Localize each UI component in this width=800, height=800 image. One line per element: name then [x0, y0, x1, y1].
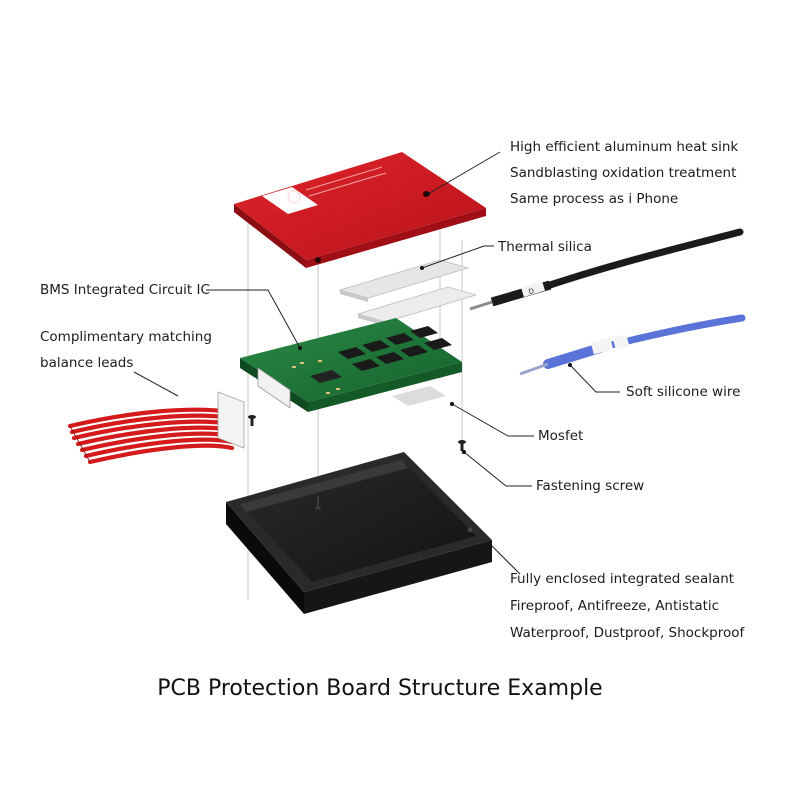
leader-screw: [463, 451, 532, 487]
pcb-balance-connector: [257, 367, 291, 409]
pcb-board: [240, 318, 462, 412]
leader-enclosure: [489, 543, 521, 575]
callout-mosfet: Mosfet: [538, 428, 584, 444]
heat-sink-side-right: [306, 208, 486, 268]
balance-lead-wires: [67, 391, 245, 465]
heat-sink-side: [234, 204, 306, 268]
pcb-side-right: [308, 362, 462, 412]
fastening-screws: [248, 415, 466, 451]
blue-silicone-wire: [519, 314, 746, 376]
callout-heat-sink-line-2: Sandblasting oxidation treatment: [510, 165, 737, 181]
svg-text:D: D: [528, 287, 535, 296]
callout-fastening-screw: Fastening screw: [536, 478, 645, 494]
heat-sink-engraving: [305, 166, 387, 197]
leader-balance: [133, 371, 179, 397]
screw: [248, 415, 256, 426]
heat-sink-screw-hole: [315, 257, 321, 263]
mosfet-array: [338, 326, 452, 371]
callout-enclosure-line-3: Waterproof, Dustproof, Shockproof: [510, 625, 745, 641]
thermal-silica-pads: [338, 259, 478, 326]
balance-lead-connector: [217, 391, 245, 449]
enclosure-front: [226, 502, 304, 614]
black-power-wire: D: [469, 228, 744, 311]
leader-bms: [206, 289, 301, 349]
enclosure-wall-shadow: [240, 460, 408, 512]
leader-dots: [298, 192, 572, 454]
callout-enclosure-line-2: Fireproof, Antifreeze, Antistatic: [510, 598, 720, 614]
screw: [458, 440, 466, 451]
callout-thermal-silica: Thermal silica: [498, 239, 592, 255]
callout-balance-leads-line-1: Complimentary matching: [40, 329, 212, 345]
leader-wire: [569, 364, 620, 393]
callout-silicone-wire: Soft silicone wire: [626, 384, 741, 400]
heat-sink-top: [234, 152, 486, 260]
enclosure-right: [304, 540, 492, 614]
callout-heat-sink-line-1: High efficient aluminum heat sink: [510, 139, 739, 155]
heat-sink-plate: [234, 152, 486, 268]
leader-mosfet: [451, 403, 534, 437]
pcb-components: [292, 360, 340, 394]
leader-lines: [133, 151, 620, 575]
leader-heat-sink: [427, 151, 501, 195]
callout-heat-sink-line-3: Same process as i Phone: [510, 191, 679, 207]
leader-thermal: [421, 245, 494, 269]
enclosure-box: [226, 452, 492, 614]
pcb-power-pads: [392, 386, 446, 406]
callout-bms-ic: BMS Integrated Circuit IC: [40, 282, 210, 298]
callout-balance-leads-line-2: balance leads: [40, 355, 134, 371]
bms-ic-chip: [310, 370, 342, 383]
heat-sink-logo: [287, 190, 301, 204]
diagram-caption: PCB Protection Board Structure Example: [157, 676, 603, 701]
heat-sink-notch: [262, 187, 318, 214]
callout-enclosure-line-1: Fully enclosed integrated sealant: [510, 571, 735, 587]
